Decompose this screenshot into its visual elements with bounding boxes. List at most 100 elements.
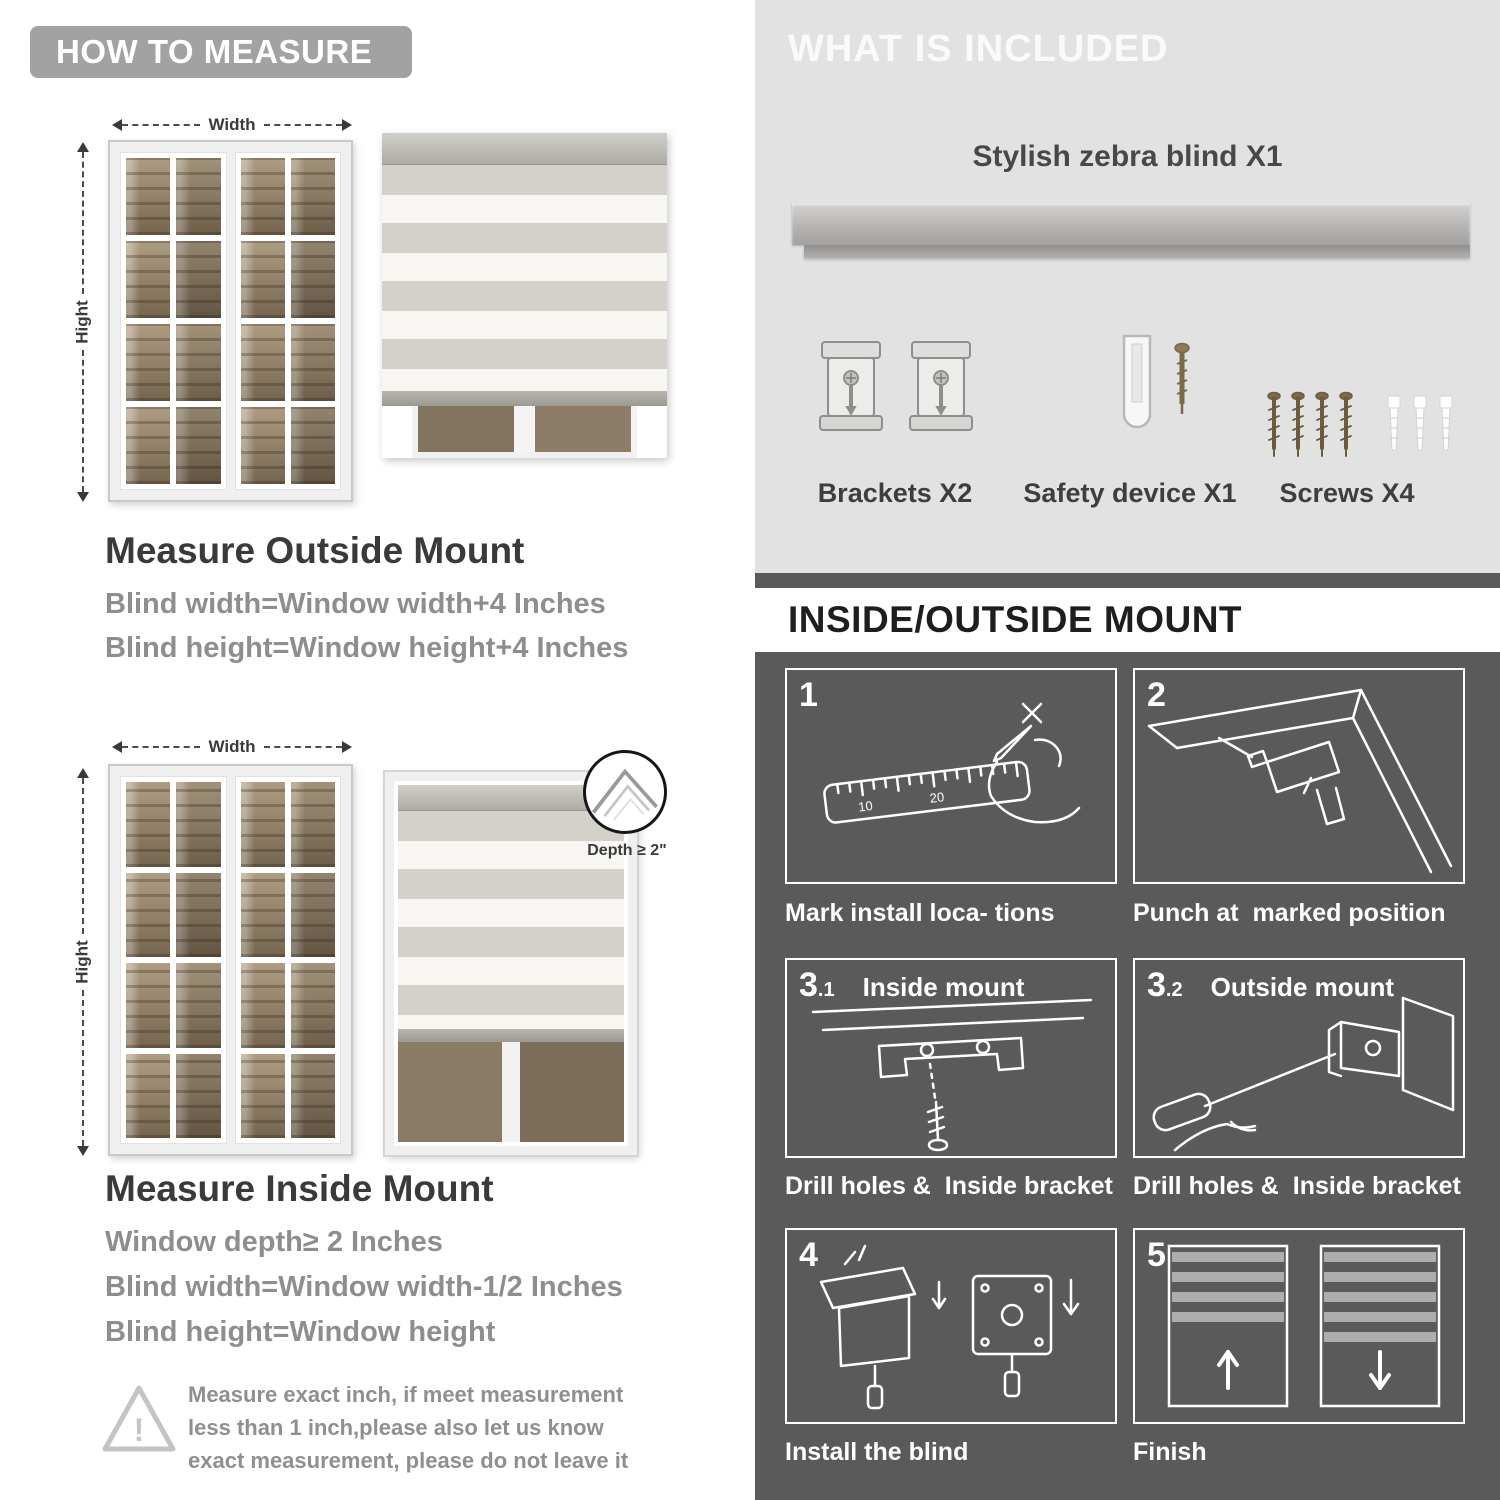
window-pane [290,241,335,318]
window-pane [176,241,221,318]
height-label-box: Hight [73,294,92,350]
dashed-line [122,124,201,126]
step1-illustration: 10 20 [823,702,1081,824]
step1-caption: Mark install loca- tions [785,899,1055,927]
arrow-up-icon [77,768,89,778]
window-pane [126,782,171,867]
dashed-line [263,746,342,748]
step-panel-2: 2 [1133,668,1465,884]
step3-2-illustration [1152,996,1455,1152]
window-pane [290,407,335,484]
step-panel-4: 4 [785,1228,1117,1424]
window-pane [240,782,285,867]
inside-mount-line: Window depth≥ 2 Inches [105,1226,443,1258]
blind-cassette [382,133,667,165]
dashed-line [82,778,84,934]
safety-device-icon [1122,334,1190,429]
window-pane [290,782,335,867]
step-number-sub: .2 [1165,979,1183,1001]
screws-illustration [1262,388,1467,471]
blind-fabric [382,165,667,391]
zebra-blind-outside-illustration [382,133,667,458]
outside-mount-line: Blind height=Window height+4 Inches [105,632,629,664]
bracket-icon [819,341,883,431]
window-pane [240,158,285,235]
window-sash [234,152,341,490]
dashed-line [263,124,342,126]
dashed-line [82,990,84,1146]
window-pane [126,158,171,235]
width-arrow-outside: Width [112,115,352,134]
window-pane [176,963,221,1048]
blind-bottom-rail [398,1029,624,1042]
inside-mount-line: Blind width=Window width-1/2 Inches [105,1271,623,1303]
step-number: 4 [799,1236,846,1275]
step-panel-5: 5 [1133,1228,1465,1424]
arrow-down-icon [77,492,89,502]
blind-fabric [398,811,624,1029]
corner-detail-icon [591,768,658,821]
safety-device-illustration [1090,330,1220,450]
width-label: Width [208,115,256,134]
height-arrow-outside: Hight [73,142,92,502]
arrow-right-icon [342,741,352,753]
window-below-blind [398,1042,624,1142]
step4-caption: Install the blind [785,1438,969,1466]
dashed-line [122,746,201,748]
step-number-main: 1 [799,676,818,714]
step-number: 2 [1147,676,1194,715]
brackets-illustration [814,338,978,434]
window-pane [240,407,285,484]
window-pane [126,407,171,484]
step-number-main: 2 [1147,676,1166,714]
step3-2-caption: Drill holes & Inside bracket [1133,1172,1461,1200]
step-panel-1: 1 10 20 [785,668,1117,884]
height-arrow-inside: Hight [73,768,92,1156]
measure-note-text: Measure exact inch, if meet measurement … [188,1382,629,1473]
outside-mount-heading: Measure Outside Mount [105,530,525,571]
step2-caption: Punch at marked position [1133,899,1446,927]
screws-icon [1266,390,1453,458]
window-pane [176,872,221,957]
warning-triangle-icon: ! [98,1382,180,1461]
window-pane [126,872,171,957]
window-pane [126,963,171,1048]
window-pane [176,407,221,484]
window-sash [120,776,227,1144]
blind-bottom-rail [382,391,667,406]
window-pane [240,324,285,401]
step-panel-3-1: 3.1 Inside mount [785,958,1117,1158]
mount-panel-background [755,573,1500,1500]
window-pane [290,1053,335,1138]
zebra-blind-inside-illustration [383,770,639,1157]
dashed-line [82,350,84,492]
step-title: Inside mount [862,972,1025,1002]
window-sash [120,152,227,490]
window-pane [176,782,221,867]
window-pane [126,1053,171,1138]
step2-illustration [1147,688,1453,874]
step-number-main: 3 [1147,966,1166,1004]
depth-callout-label: Depth ≥ 2" [587,842,667,859]
window-pane [240,963,285,1048]
height-label: Hight [73,300,92,344]
mount-header: INSIDE/OUTSIDE MOUNT [788,599,1243,640]
screws-label: Screws X4 [1279,478,1415,508]
window-illustration-outside [108,140,353,502]
inside-mount-line: Blind height=Window height [105,1316,496,1348]
width-arrow-inside: Width [112,737,352,756]
height-label-box: Hight [73,934,92,990]
window-pane [176,1053,221,1138]
window-sash [234,776,341,1144]
dashed-line [82,152,84,294]
headrail-face [792,203,1470,245]
step-number-sub: .1 [817,979,835,1001]
step-title: Outside mount [1210,972,1395,1002]
svg-text:10: 10 [857,798,873,815]
step3-1-illustration [811,998,1093,1152]
svg-text:!: ! [134,1412,145,1448]
height-label: Hight [73,940,92,984]
step-number: 3.1 Inside mount [799,966,1024,1005]
step-panel-3-2: 3.2 Outside mount [1133,958,1465,1158]
window-pane [240,1053,285,1138]
